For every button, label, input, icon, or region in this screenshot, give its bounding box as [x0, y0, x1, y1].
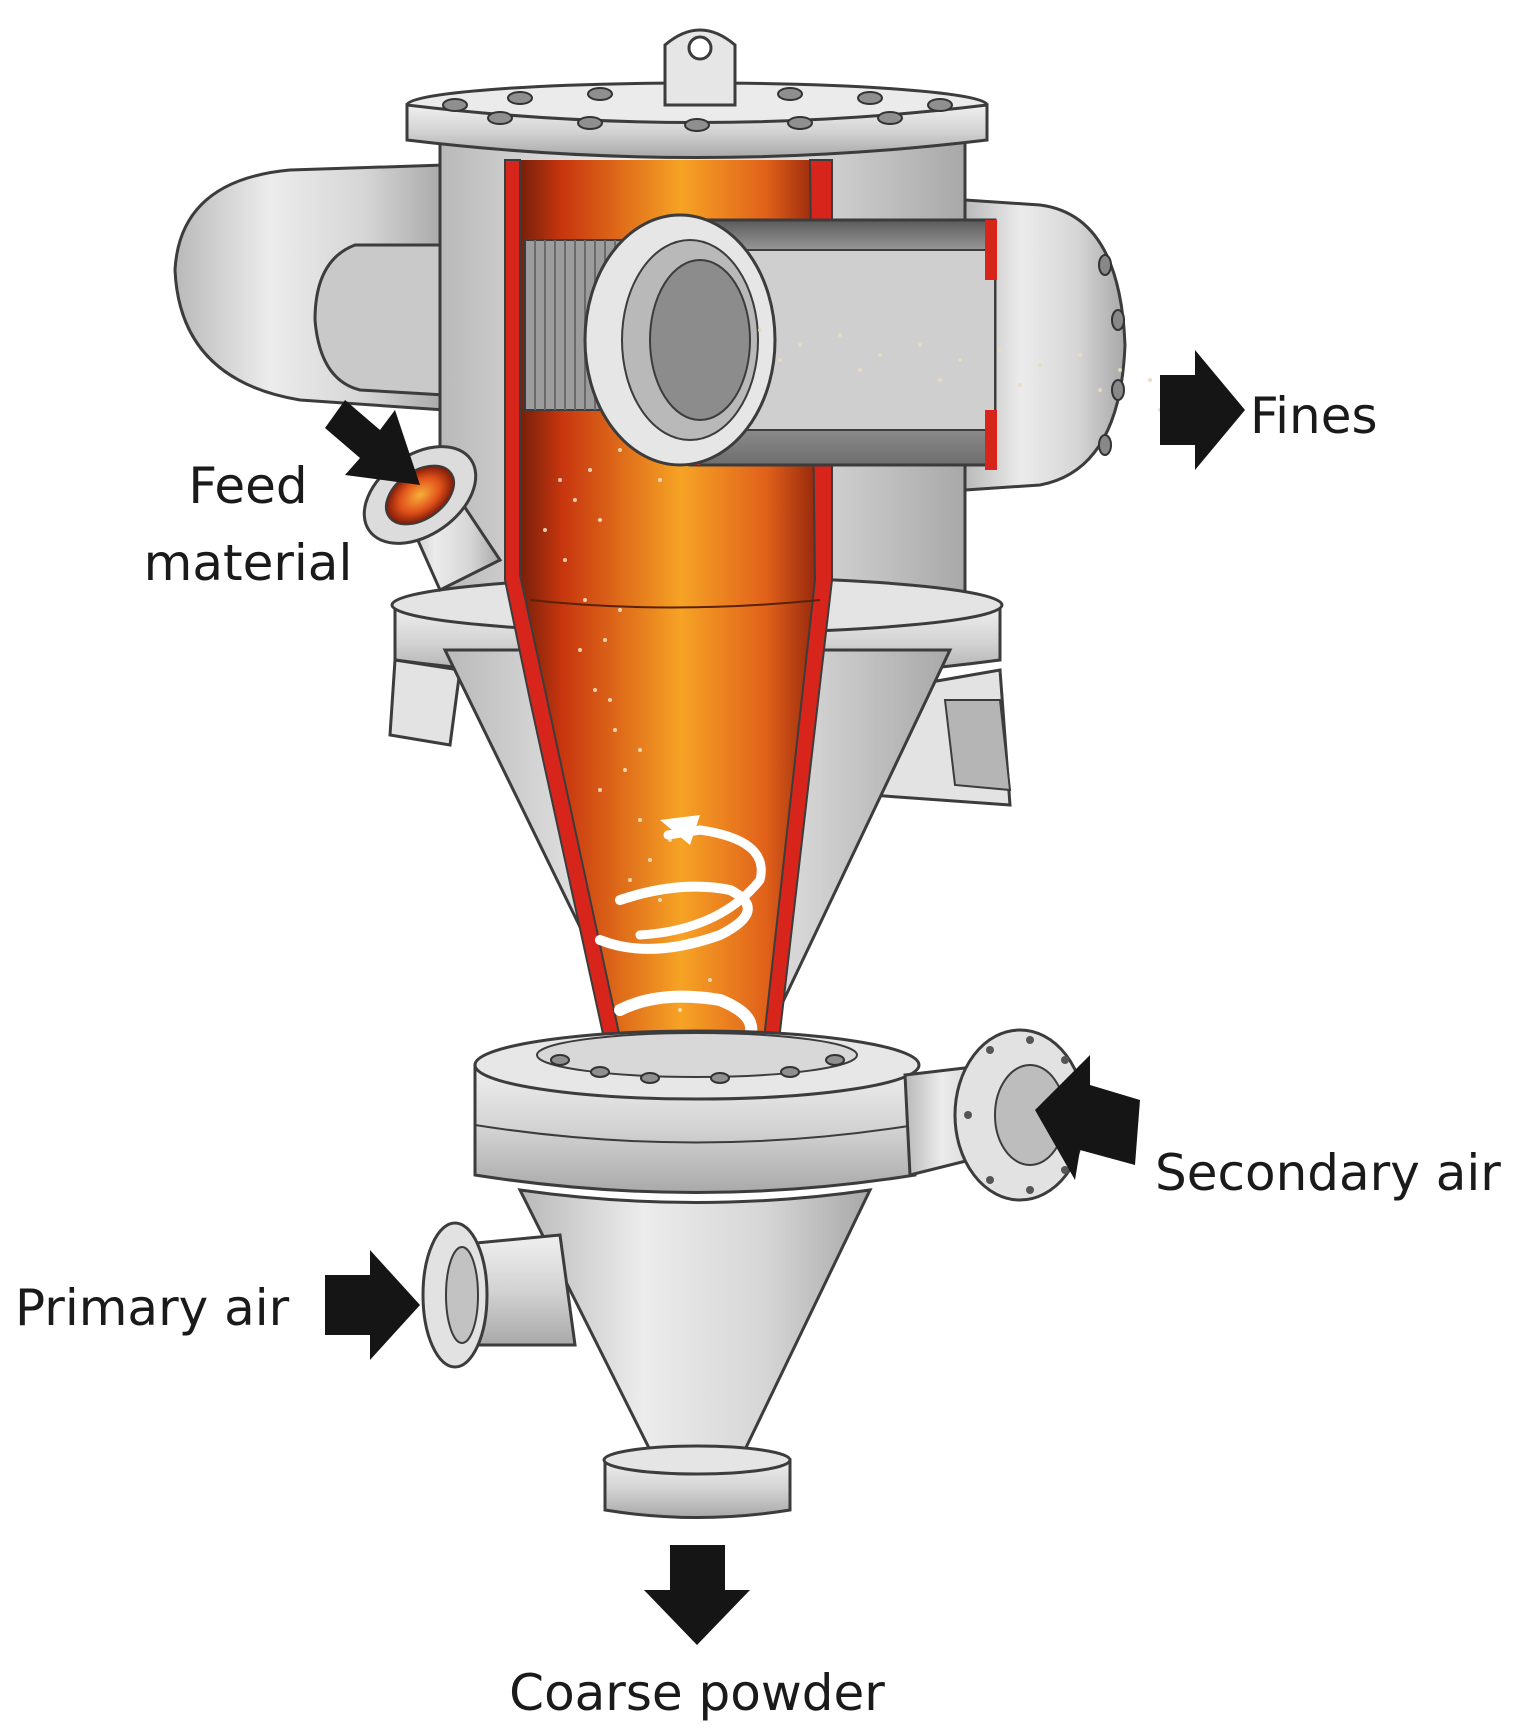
fines-label: Fines — [1250, 387, 1378, 445]
secondary-air-arrow — [1035, 1055, 1140, 1180]
top-flange — [405, 28, 989, 159]
feed-material-arrow — [325, 400, 420, 485]
bottom-manifold — [473, 1029, 1012, 1194]
fines-outlet-flange — [963, 198, 1127, 492]
feed-volute — [173, 163, 447, 412]
coarse-powder-label: Coarse powder — [509, 1664, 885, 1722]
feed-material-label-line2: material — [144, 534, 353, 592]
secondary-air-flange — [953, 1028, 1087, 1202]
fines-outlet-pipe — [583, 213, 1172, 470]
fines-arrow — [1160, 350, 1245, 470]
lower-cone — [421, 1188, 873, 1519]
secondary-air-label: Secondary air — [1155, 1144, 1501, 1202]
feed-material-label-line1: Feed — [188, 457, 307, 515]
coarse-powder-arrow — [644, 1545, 750, 1645]
primary-air-label: Primary air — [15, 1279, 290, 1337]
primary-air-arrow — [325, 1250, 420, 1360]
